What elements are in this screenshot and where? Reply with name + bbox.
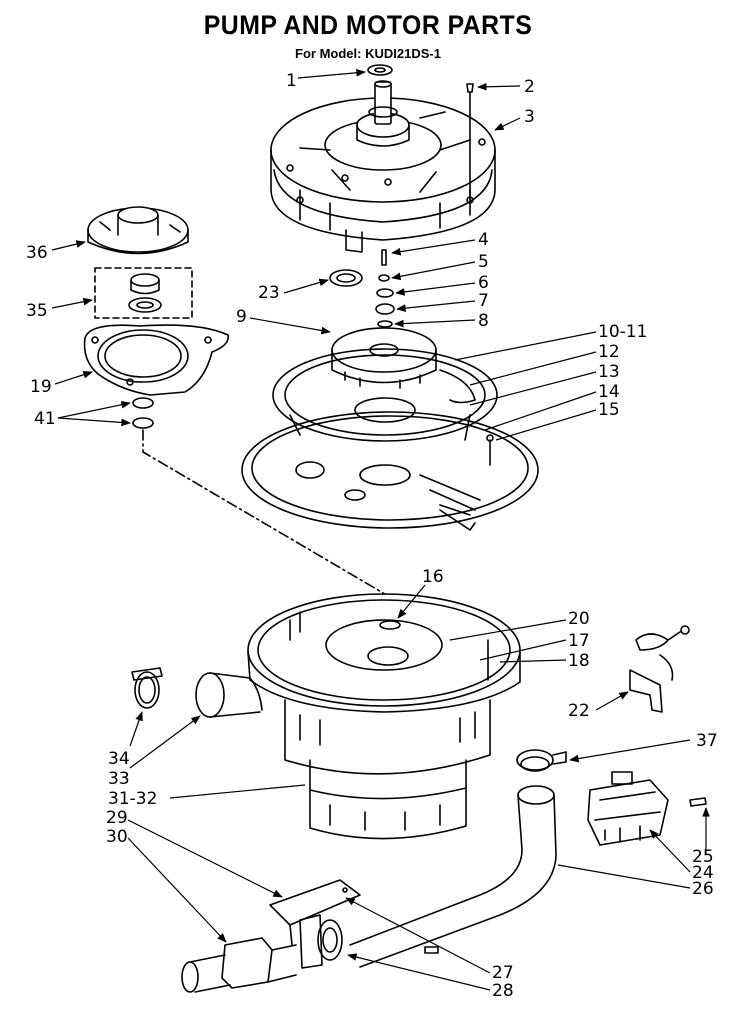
clamp-part-34 <box>131 667 163 709</box>
hose-clamp-part-37 <box>516 749 567 772</box>
screw-part-25 <box>689 797 707 807</box>
callout-20: 20 <box>568 609 590 629</box>
callout-37: 37 <box>696 731 718 751</box>
page-title: PUMP AND MOTOR PARTS <box>203 10 533 40</box>
callout-36: 36 <box>26 243 48 263</box>
screw-part-27 <box>424 946 439 954</box>
callout-26: 26 <box>692 879 714 899</box>
drain-hose-part-26 <box>349 785 557 968</box>
callout-33: 33 <box>108 769 130 789</box>
callout-24: 24 <box>692 863 714 883</box>
callout-4: 4 <box>478 230 489 250</box>
cap-part-36 <box>87 206 189 255</box>
lower-pump-base <box>241 411 539 531</box>
bracket-part-22 <box>629 625 690 713</box>
leader-lines <box>51 68 710 991</box>
callout-labels: 1 2 3 4 5 6 7 8 9 10-11 12 13 14 15 16 1… <box>26 71 718 1001</box>
callout-10-11: 10-11 <box>598 322 647 342</box>
callout-9: 9 <box>236 307 247 327</box>
callout-25: 25 <box>692 847 714 867</box>
screw-part-2 <box>466 83 474 201</box>
callout-23: 23 <box>258 283 280 303</box>
callout-29: 29 <box>106 808 128 828</box>
callout-35: 35 <box>26 301 48 321</box>
callout-14: 14 <box>598 382 620 402</box>
callout-22: 22 <box>568 701 590 721</box>
callout-13: 13 <box>598 362 620 382</box>
callout-18: 18 <box>568 651 590 671</box>
motor-housing <box>270 80 496 253</box>
seal-kit-part-35 <box>94 267 193 319</box>
callout-34: 34 <box>108 749 130 769</box>
callout-6: 6 <box>478 273 489 293</box>
alignment-line <box>142 429 396 601</box>
callout-3: 3 <box>524 107 535 127</box>
callout-19: 19 <box>30 377 52 397</box>
callout-17: 17 <box>568 631 590 651</box>
callout-15: 15 <box>598 400 620 420</box>
callout-41: 41 <box>34 409 56 429</box>
callout-30: 30 <box>106 827 128 847</box>
grommet-part-28 <box>299 914 343 969</box>
callout-2: 2 <box>524 77 535 97</box>
inlet-tube-part-33 <box>195 672 263 718</box>
gasket-part-19 <box>83 324 229 396</box>
callout-27: 27 <box>492 963 514 983</box>
model-subtitle: For Model: KUDI21DS-1 <box>295 46 441 61</box>
bracket-plate-part-29 <box>269 879 361 946</box>
washer-part-1 <box>367 64 393 76</box>
seal-part-23 <box>329 269 363 287</box>
callout-5: 5 <box>478 252 489 272</box>
callout-7: 7 <box>478 291 489 311</box>
callout-1: 1 <box>286 71 297 91</box>
callout-31-32: 31-32 <box>108 789 157 809</box>
switch-part-24 <box>587 771 669 846</box>
fitting-part-30 <box>181 937 297 993</box>
callout-8: 8 <box>478 311 489 331</box>
pump-assembly <box>247 593 521 840</box>
fastener-stack-4-8 <box>375 249 395 328</box>
callout-28: 28 <box>492 981 514 1001</box>
callout-16: 16 <box>422 567 444 587</box>
callout-12: 12 <box>598 342 620 362</box>
o-rings-part-41 <box>132 397 154 429</box>
